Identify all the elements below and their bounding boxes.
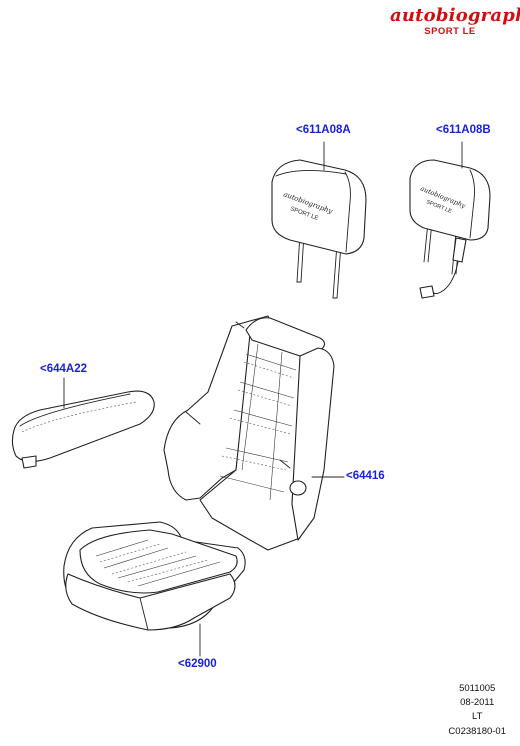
- callout-seat-cushion[interactable]: <62900: [178, 658, 217, 670]
- brand-wordmark: autobiography: [390, 5, 520, 26]
- headrest-a-drawing: autobiography SPORT LE: [271, 159, 367, 299]
- headrest-b-drawing: autobiography SPORT LE: [409, 159, 491, 299]
- callout-headrest-a[interactable]: <611A08A: [296, 124, 351, 136]
- seat-cushion-drawing: [63, 521, 246, 631]
- brand-logo: autobiography SPORT LE: [390, 5, 520, 38]
- callout-headrest-b[interactable]: <611A08B: [436, 124, 491, 136]
- footer-date: 08-2011: [460, 697, 495, 709]
- footer-illustration-id: C0238180-01: [448, 725, 506, 737]
- seat-back-drawing: [163, 315, 335, 551]
- drawing-info: 5011005 08-2011 LT C0238180-01: [448, 682, 506, 739]
- armrest-drawing: [11, 390, 155, 469]
- footer-code: 5011005: [459, 683, 496, 694]
- footer-region: LT: [472, 711, 483, 723]
- callout-seat-back[interactable]: <64416: [346, 470, 385, 482]
- brand-subtitle: SPORT LE: [424, 26, 476, 37]
- callout-armrest[interactable]: <644A22: [40, 363, 87, 375]
